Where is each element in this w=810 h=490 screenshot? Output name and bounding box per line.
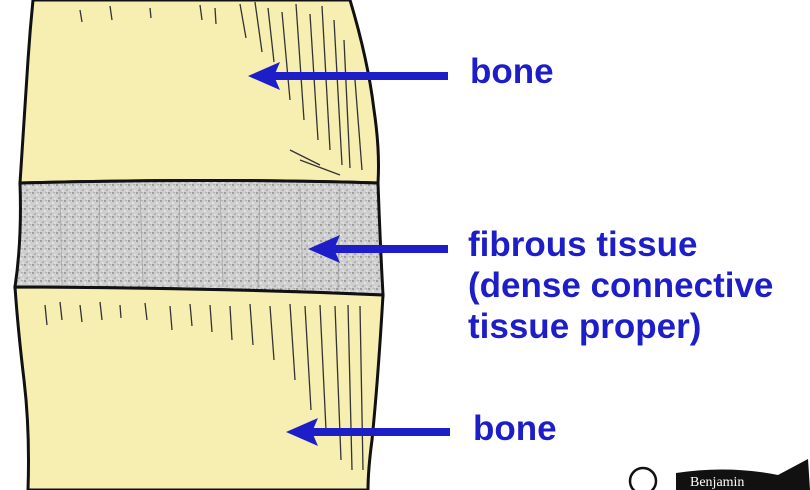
logo-text: Benjamin [690,475,744,490]
logo-circle-icon [630,468,656,490]
bottom-bone [15,287,383,490]
label-fibrous-line-3: tissue proper) [468,306,773,347]
label-bottom-bone: bone [473,408,557,449]
label-fibrous-line-2: (dense connective [468,265,773,306]
label-fibrous-tissue: fibrous tissue (dense connective tissue … [468,224,773,347]
fibrous-tissue-band [15,181,383,296]
label-top-bone: bone [470,51,554,92]
label-fibrous-line-1: fibrous tissue [468,224,773,265]
publisher-logo: Benjamin [628,455,810,490]
top-bone [20,0,379,183]
